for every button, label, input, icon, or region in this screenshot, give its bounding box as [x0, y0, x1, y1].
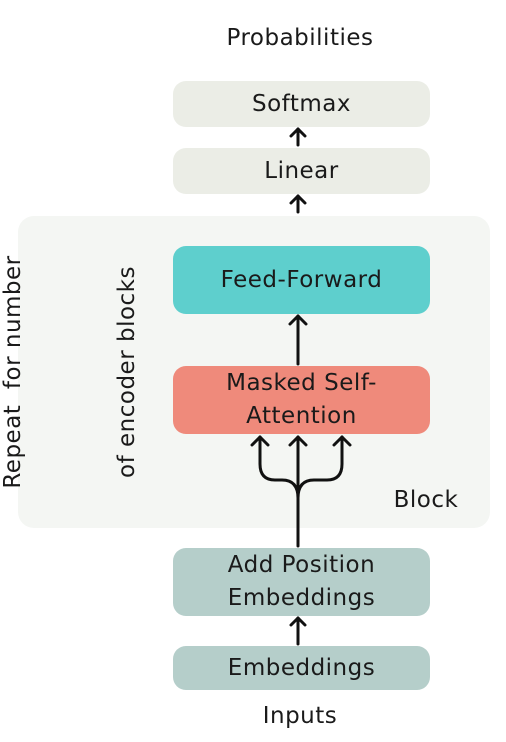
arrow-linear-to-softmax: [289, 127, 307, 147]
masked-self-attention-box: Masked Self- Attention: [173, 366, 430, 434]
embeddings-label: Embeddings: [227, 654, 376, 681]
inputs-label: Inputs: [262, 703, 338, 729]
add-position-line1: Add Position: [227, 552, 376, 578]
feed-forward-box: Feed-Forward: [173, 246, 430, 314]
repeat-caption-line2: of encoder blocks: [114, 266, 140, 478]
add-position-line2: Embeddings: [227, 585, 376, 611]
embeddings-box: Embeddings: [173, 646, 430, 690]
linear-box: Linear: [173, 148, 430, 194]
repeat-caption-line1: Repeat for number: [0, 255, 26, 489]
arrow-block-to-linear: [289, 194, 307, 214]
block-label: Block: [393, 487, 459, 513]
probabilities-label: Probabilities: [226, 25, 374, 51]
linear-label: Linear: [264, 157, 339, 184]
softmax-box: Softmax: [173, 81, 430, 127]
softmax-label: Softmax: [252, 90, 351, 117]
add-position-embeddings-box: Add Position Embeddings: [173, 548, 430, 616]
feed-forward-label: Feed-Forward: [220, 266, 383, 293]
masked-attention-line1: Masked Self-: [226, 370, 377, 396]
arrow-embeddings-to-position: [289, 616, 307, 646]
masked-attention-line2: Attention: [246, 403, 357, 429]
